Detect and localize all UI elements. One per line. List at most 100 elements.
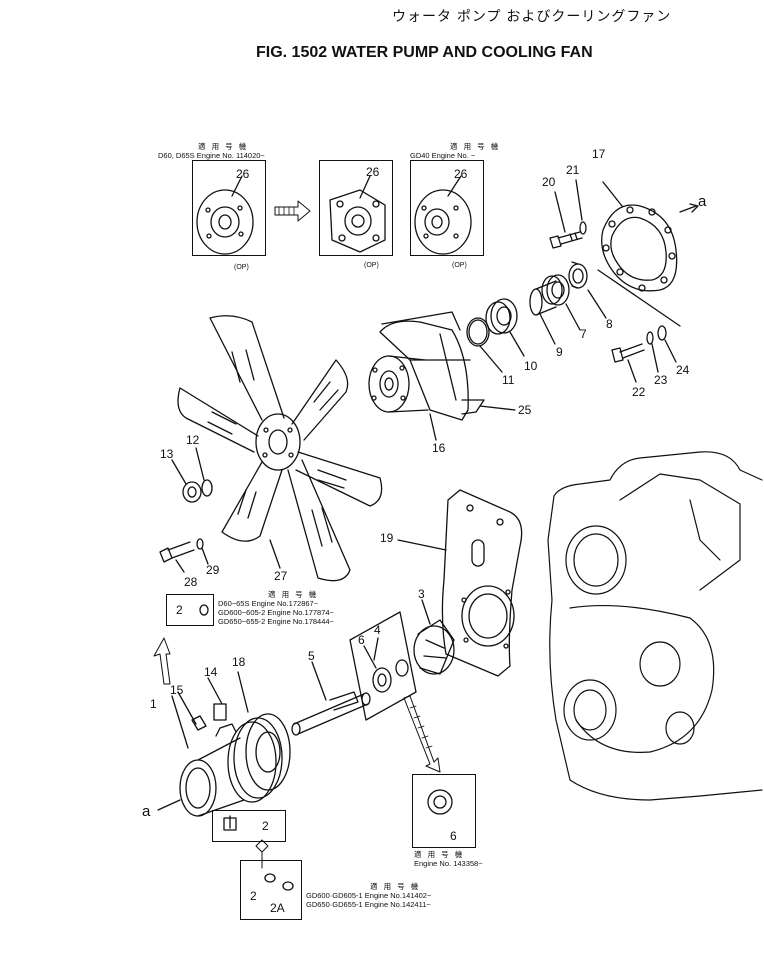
fan-note-box [166, 594, 214, 626]
callout-27: 27 [274, 569, 288, 583]
callout-20: 20 [542, 175, 556, 189]
plug-note-part-2: 2 [250, 889, 257, 903]
callout-28: 28 [184, 575, 198, 589]
fan-note-header: 適 用 号 機 [268, 590, 319, 599]
plug-note-row: GD600·GD605-1 Engine No.141402~ [306, 891, 431, 900]
callout-26-variant-1: 26 [236, 167, 250, 181]
callout-a-top: a [698, 193, 707, 210]
callout-24: 24 [676, 363, 690, 377]
callout-21: 21 [566, 163, 580, 177]
fan-note-model: GD650~655-2 [218, 617, 266, 626]
hub-flange-variant-3 [414, 189, 472, 255]
variant-3-header: 適 用 号 機 [450, 142, 501, 151]
plug-note-box [240, 860, 302, 920]
snap-ring-11 [466, 317, 490, 347]
seal-plate-4 [349, 611, 417, 721]
figure-title: FIG. 1502 WATER PUMP AND COOLING FAN [256, 44, 593, 61]
callout-a-bottom: a [142, 803, 151, 820]
cooling-fan-27 [177, 315, 383, 582]
fan-note-engine: Engine No.172867~ [251, 599, 319, 608]
callout-11: 11 [502, 373, 515, 387]
fan-note-row: GD600~605-2 Engine No.177874~ [218, 608, 334, 617]
bearing-note-header: 適 用 号 機 [414, 850, 465, 859]
bearing-7 [541, 274, 570, 306]
bolt-20 [549, 231, 583, 249]
plug-box [212, 810, 286, 842]
bearing-6 [372, 659, 409, 693]
fan-note-row: GD650~655-2 Engine No.178444~ [218, 617, 334, 626]
fan-note-engine: Engine No.177874~ [267, 608, 334, 617]
cover-plate-17 [601, 204, 678, 292]
variant-1-box [192, 160, 266, 256]
callout-22: 22 [632, 385, 646, 399]
bearing-note-part: 6 [450, 829, 457, 843]
bearing-8 [568, 261, 588, 289]
callout-23: 23 [654, 373, 668, 387]
fan-note-model: GD600~605-2 [218, 608, 266, 617]
variant-3-applicability: GD40 Engine No. ~ [410, 151, 476, 160]
variant-3-note: 適 用 号 機 GD40 Engine No. ~ [410, 142, 500, 160]
callout-10: 10 [524, 359, 538, 373]
impeller-3 [413, 619, 455, 675]
variant-2-op: (OP) [364, 262, 379, 269]
bearing-10 [485, 298, 518, 335]
callout-9: 9 [556, 345, 563, 359]
variant-1-op: (OP) [234, 264, 249, 271]
callout-29: 29 [206, 563, 220, 577]
callout-6: 6 [358, 633, 365, 647]
fan-note: 適 用 号 機 D60~65S Engine No.172867~ GD600~… [218, 590, 334, 626]
callout-17: 17 [592, 147, 606, 161]
callout-25: 25 [518, 403, 532, 417]
plug-note-header: 適 用 号 機 [370, 882, 421, 891]
title-japanese: ウォータ ポンプ およびクーリングファン [392, 8, 672, 24]
plug-note: 適 用 号 機 GD600·GD605-1 Engine No.141402~ … [306, 882, 431, 909]
variant-3-box [410, 160, 484, 256]
callout-26-variant-3: 26 [454, 167, 468, 181]
bolt-28 [159, 541, 195, 563]
engine-block [547, 451, 763, 801]
plug-note-engine: Engine No.141402~ [364, 891, 432, 900]
plug-note-engine: Engine No.142411~ [364, 900, 431, 909]
gasket-19 [441, 489, 523, 677]
callout-15: 15 [170, 683, 184, 697]
callout-1: 1 [150, 697, 157, 711]
variant-3-op: (OP) [452, 262, 467, 269]
bearing-note-box [412, 774, 476, 848]
callout-7: 7 [580, 327, 587, 341]
pump-body-1 [179, 703, 291, 817]
plug-note-model: GD650·GD655-1 [306, 900, 363, 909]
washer-12 [201, 479, 213, 497]
bearing-note: 適 用 号 機 Engine No. 143358~ [414, 850, 483, 868]
hub-flange-variant-2 [329, 189, 386, 253]
shaft-5 [291, 691, 371, 736]
callout-4: 4 [374, 623, 381, 637]
callout-5: 5 [308, 649, 315, 663]
callout-14: 14 [204, 665, 218, 679]
pump-housing-16 [368, 311, 485, 421]
variant-2-box [319, 160, 393, 256]
nut-13 [182, 481, 202, 503]
plug-box-part: 2 [262, 819, 269, 833]
variant-1-applicability: D60, D65S Engine No. 114020~ [158, 151, 265, 160]
callout-26-variant-2: 26 [366, 165, 380, 179]
variant-1-note: 適 用 号 機 D60, D65S Engine No. 114020~ [158, 142, 265, 160]
fan-note-model: D60~65S [218, 599, 250, 608]
fan-note-engine: Engine No.178444~ [267, 617, 334, 626]
callout-16: 16 [432, 441, 446, 455]
callout-3: 3 [418, 587, 425, 601]
fan-note-row: D60~65S Engine No.172867~ [218, 599, 334, 608]
variant-1-header: 適 用 号 機 [198, 142, 249, 151]
callout-13: 13 [160, 447, 174, 461]
callout-18: 18 [232, 655, 246, 669]
fan-note-part: 2 [176, 603, 183, 617]
bearing-note-engine: Engine No. 143358~ [414, 859, 483, 868]
callout-12: 12 [186, 433, 200, 447]
callout-8: 8 [606, 317, 613, 331]
plug-note-model: GD600·GD605-1 [306, 891, 363, 900]
spacer-9 [529, 280, 557, 316]
bolt-22 [611, 343, 645, 363]
plug-note-part-2a: 2A [270, 901, 285, 915]
hub-flange-variant-1 [196, 189, 254, 255]
